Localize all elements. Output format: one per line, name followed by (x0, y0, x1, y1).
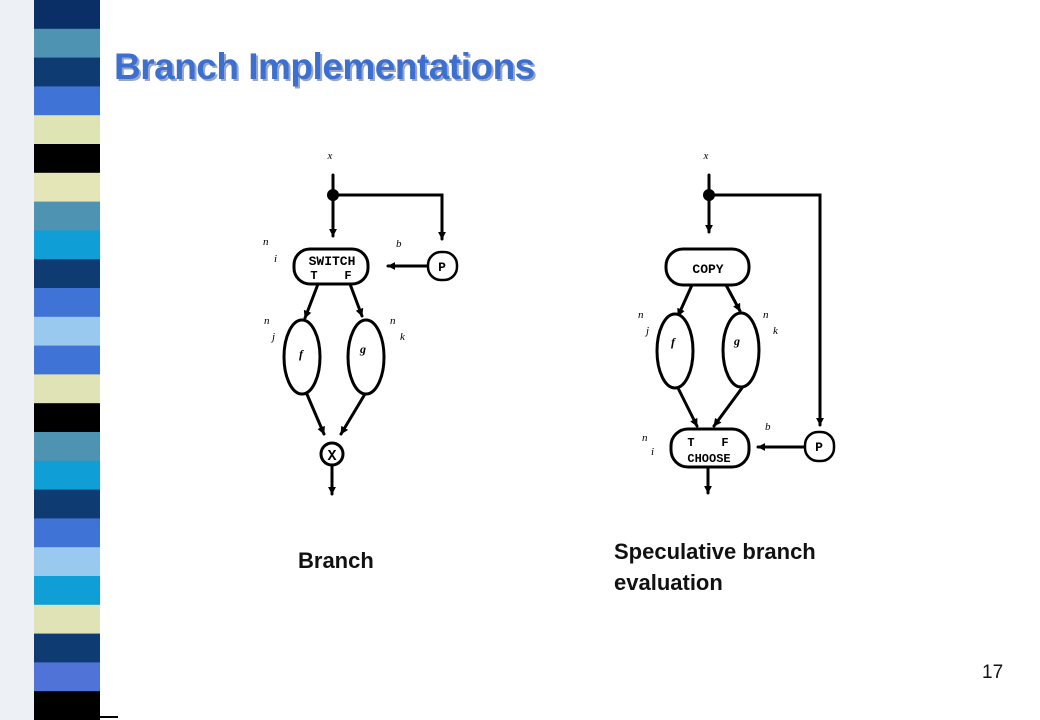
switch-label: SWITCH (309, 254, 356, 269)
n-k-subscript: k (773, 325, 779, 337)
merge-label: X (327, 448, 336, 465)
f-label: f (299, 347, 304, 361)
predicate-label: P (438, 260, 446, 275)
predicate-label: P (815, 440, 823, 455)
n-j-subscript: j (270, 331, 275, 343)
n-i-label: n (263, 236, 269, 248)
stripe-block (34, 691, 100, 720)
fork-dot (327, 189, 339, 201)
stripe-block (34, 0, 100, 30)
stripe-block (34, 460, 100, 491)
speculative-edges (676, 173, 824, 495)
stripe-block (34, 201, 100, 231)
stripe-shadow (0, 0, 34, 720)
stripe-block (34, 662, 100, 692)
n-i-subscript: i (651, 446, 654, 458)
fork-dot (703, 189, 715, 201)
page-number: 17 (982, 662, 1004, 683)
stripe-block (34, 172, 100, 203)
switch-true-port: T (310, 269, 317, 283)
g-node: g (346, 318, 386, 396)
stripe-block (34, 576, 100, 606)
merge-node: X (319, 441, 345, 467)
speculative-caption: Speculative branch evaluation (614, 539, 816, 595)
n-k-label: n (763, 309, 769, 321)
stripe-baseline (34, 716, 118, 718)
stripe-block (34, 345, 100, 375)
decorative-stripe-bar (0, 0, 118, 720)
choose-false-port: F (721, 436, 728, 450)
choose-true-port: T (687, 436, 694, 450)
stripe-block (34, 28, 100, 59)
stripe-block (34, 288, 100, 318)
g-node: g (721, 311, 761, 389)
bool-label: b (396, 238, 402, 250)
choose-label: CHOOSE (687, 452, 730, 466)
stripe-block (34, 316, 100, 347)
speculative-diagram: x COPY n j n k f g b n i (638, 150, 836, 495)
branch-edges (303, 173, 446, 496)
predicate-node: P (803, 430, 836, 463)
f-node: f (655, 312, 695, 390)
copy-node: COPY (664, 247, 751, 287)
f-node: f (282, 318, 322, 396)
stripe-block (34, 230, 100, 260)
stripe-block (34, 489, 100, 519)
stripe-block (34, 144, 100, 174)
g-label: g (359, 342, 366, 356)
n-i-subscript: i (274, 253, 277, 265)
branch-input-label: x (327, 150, 333, 162)
bool-label: b (765, 421, 771, 433)
stripe-block (34, 633, 100, 663)
stripe-block (34, 57, 100, 87)
stripe-block (34, 403, 100, 433)
stripe-block (34, 374, 100, 404)
stripe-block (34, 259, 100, 289)
speculative-input-label: x (703, 150, 709, 162)
stripe-block (34, 115, 100, 145)
stripe-block (34, 432, 100, 462)
branch-diagram: x SWITCH T F P b n i n j n k (263, 150, 459, 496)
stripe-block (34, 86, 100, 116)
stripe-block (34, 547, 100, 577)
slide-title: Branch Implementations (114, 46, 535, 87)
choose-node: T F CHOOSE (669, 427, 751, 469)
stripe-block (34, 518, 100, 548)
g-label: g (733, 334, 740, 348)
switch-false-port: F (344, 269, 351, 283)
branch-caption: Branch (298, 548, 374, 573)
stripe-block (34, 604, 100, 635)
predicate-node: P (426, 250, 459, 282)
switch-node: SWITCH T F (292, 247, 370, 286)
n-j-label: n (638, 309, 644, 321)
n-k-label: n (390, 315, 396, 327)
n-k-subscript: k (400, 331, 406, 343)
n-j-subscript: j (644, 325, 649, 337)
n-j-label: n (264, 315, 270, 327)
f-label: f (671, 335, 676, 349)
copy-label: COPY (692, 262, 723, 277)
n-i-label: n (642, 432, 648, 444)
